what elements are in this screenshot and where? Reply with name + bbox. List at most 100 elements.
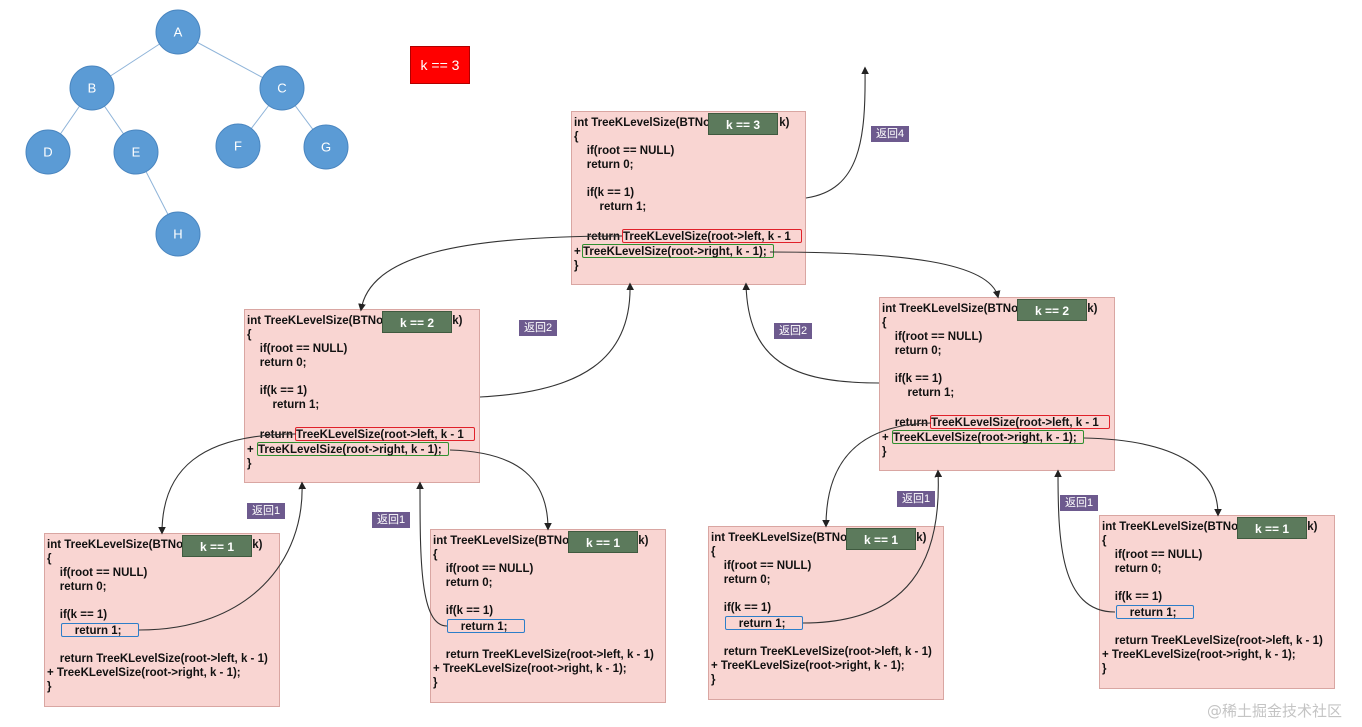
code-plus-line: + TreeKLevelSize(root->right, k - 1); xyxy=(1102,649,1296,661)
return-label-1-a: 返回1 xyxy=(247,503,286,519)
frame-k2-left: int TreeKLevelSize(BTNo int k) k == 2 { … xyxy=(244,309,480,483)
right-recursive-call: TreeKLevelSize(root->right, k - 1); xyxy=(892,430,1084,444)
tree-node-D xyxy=(25,129,71,175)
tree-node-label-H: H xyxy=(173,227,182,242)
base-case-return: return 1; xyxy=(1116,605,1194,619)
return-label-2-right: 返回2 xyxy=(774,323,813,339)
base-case-return: return 1; xyxy=(447,619,525,633)
code-plus-line: + TreeKLevelSize(root->right, k - 1); xyxy=(711,660,905,672)
left-recursive-call: TreeKLevelSize(root->left, k - 1 xyxy=(295,427,475,441)
k-tag: k == 1 xyxy=(846,528,916,550)
watermark: @稀土掘金技术社区 xyxy=(1206,702,1342,720)
code-null-check: if(root == NULL) xyxy=(47,567,148,579)
code-brace-open: { xyxy=(574,131,579,143)
tree-node-H xyxy=(155,211,201,257)
return-label-1-c: 返回1 xyxy=(897,491,936,507)
code-k-check: if(k == 1) xyxy=(47,609,108,621)
code-null-check: if(root == NULL) xyxy=(711,560,812,572)
code-plus-line: + TreeKLevelSize(root->right, k - 1); xyxy=(47,667,241,679)
tree-node-A xyxy=(155,9,201,55)
return-label-1-d: 返回1 xyxy=(1060,495,1099,511)
code-null-check: if(root == NULL) xyxy=(882,331,983,343)
code-brace-close: } xyxy=(247,458,252,470)
frame-k1-d: int TreeKLevelSize(BTNo int k) k == 1 { … xyxy=(1099,515,1335,689)
tree-node-label-E: E xyxy=(132,145,141,160)
code-return-zero: return 0; xyxy=(711,574,771,586)
tree-node-label-F: F xyxy=(234,139,242,154)
left-recursive-call: TreeKLevelSize(root->left, k - 1 xyxy=(930,415,1110,429)
frame-k2-right: int TreeKLevelSize(BTNo int k) k == 2 { … xyxy=(879,297,1115,471)
code-brace-close: } xyxy=(711,674,716,686)
code-return: return xyxy=(247,429,297,441)
code-signature: int TreeKLevelSize(BTNo xyxy=(711,532,848,544)
code-null-check: if(root == NULL) xyxy=(574,145,675,157)
code-return-one: return 1; xyxy=(247,399,320,411)
code-plus: + xyxy=(247,444,257,456)
binary-tree: A B C D E F G H xyxy=(25,9,349,257)
code-return-one: return 1; xyxy=(882,387,955,399)
k-badge: k == 3 xyxy=(410,46,470,84)
code-return-one: return 1; xyxy=(574,201,647,213)
code-return-zero: return 0; xyxy=(574,159,634,171)
right-recursive-call: TreeKLevelSize(root->right, k - 1); xyxy=(257,442,449,456)
code-brace-open: { xyxy=(433,549,438,561)
tree-node-C xyxy=(259,65,305,111)
tree-node-label-B: B xyxy=(88,81,97,96)
code-brace-open: { xyxy=(247,329,252,341)
left-recursive-call: TreeKLevelSize(root->left, k - 1 xyxy=(622,229,802,243)
base-case-return: return 1; xyxy=(725,616,803,630)
code-k-check: if(k == 1) xyxy=(882,373,943,385)
code-brace-close: } xyxy=(1102,663,1107,675)
code-k-check: if(k == 1) xyxy=(433,605,494,617)
return-label-1-b: 返回1 xyxy=(372,512,411,528)
code-return-zero: return 0; xyxy=(47,581,107,593)
code-return-line: return TreeKLevelSize(root->left, k - 1) xyxy=(433,649,654,661)
code-return: return xyxy=(882,417,932,429)
code-return-line: return TreeKLevelSize(root->left, k - 1) xyxy=(711,646,932,658)
code-k-check: if(k == 1) xyxy=(574,187,635,199)
k-tag: k == 2 xyxy=(1017,299,1087,321)
code-return-zero: return 0; xyxy=(1102,563,1162,575)
code-null-check: if(root == NULL) xyxy=(247,343,348,355)
k-tag: k == 2 xyxy=(382,311,452,333)
code-k-check: if(k == 1) xyxy=(711,602,772,614)
return-label-4: 返回4 xyxy=(871,126,910,142)
code-k-check: if(k == 1) xyxy=(247,385,308,397)
frame-k3-root: int TreeKLevelSize(BTNo int k) k == 3 { … xyxy=(571,111,806,285)
return-label-2-left: 返回2 xyxy=(519,320,558,336)
return-arrow-right-k2 xyxy=(742,282,880,384)
code-brace-close: } xyxy=(882,446,887,458)
code-null-check: if(root == NULL) xyxy=(1102,549,1203,561)
code-return-zero: return 0; xyxy=(247,357,307,369)
tree-node-F xyxy=(215,123,261,169)
tree-node-label-D: D xyxy=(43,145,52,160)
k-tag: k == 1 xyxy=(1237,517,1307,539)
code-return-zero: return 0; xyxy=(882,345,942,357)
code-signature: int TreeKLevelSize(BTNo xyxy=(433,535,570,547)
return-arrow-left-k2 xyxy=(479,282,635,398)
code-return-zero: return 0; xyxy=(433,577,493,589)
return-arrow-final xyxy=(805,66,869,199)
code-brace-close: } xyxy=(47,681,52,693)
frame-k1-a: int TreeKLevelSize(BTNo int k) k == 1 { … xyxy=(44,533,280,707)
code-signature: int TreeKLevelSize(BTNo xyxy=(1102,521,1239,533)
code-brace-open: { xyxy=(47,553,52,565)
code-signature: int TreeKLevelSize(BTNo xyxy=(882,303,1019,315)
code-brace-close: } xyxy=(433,677,438,689)
code-return-line: return TreeKLevelSize(root->left, k - 1) xyxy=(47,653,268,665)
tree-node-label-C: C xyxy=(277,81,286,96)
code-brace-open: { xyxy=(882,317,887,329)
tree-node-label-G: G xyxy=(321,140,331,155)
code-brace-close: } xyxy=(574,260,579,272)
base-case-return: return 1; xyxy=(61,623,139,637)
code-return: return xyxy=(574,231,624,243)
right-recursive-call: TreeKLevelSize(root->right, k - 1); xyxy=(582,244,774,258)
code-k-check: if(k == 1) xyxy=(1102,591,1163,603)
tree-node-E xyxy=(113,129,159,175)
code-brace-open: { xyxy=(711,546,716,558)
tree-node-label-A: A xyxy=(174,25,183,40)
k-tag: k == 1 xyxy=(182,535,252,557)
code-signature: int TreeKLevelSize(BTNo xyxy=(47,539,184,551)
frame-k1-c: int TreeKLevelSize(BTNo int k) k == 1 { … xyxy=(708,526,944,700)
code-brace-open: { xyxy=(1102,535,1107,547)
